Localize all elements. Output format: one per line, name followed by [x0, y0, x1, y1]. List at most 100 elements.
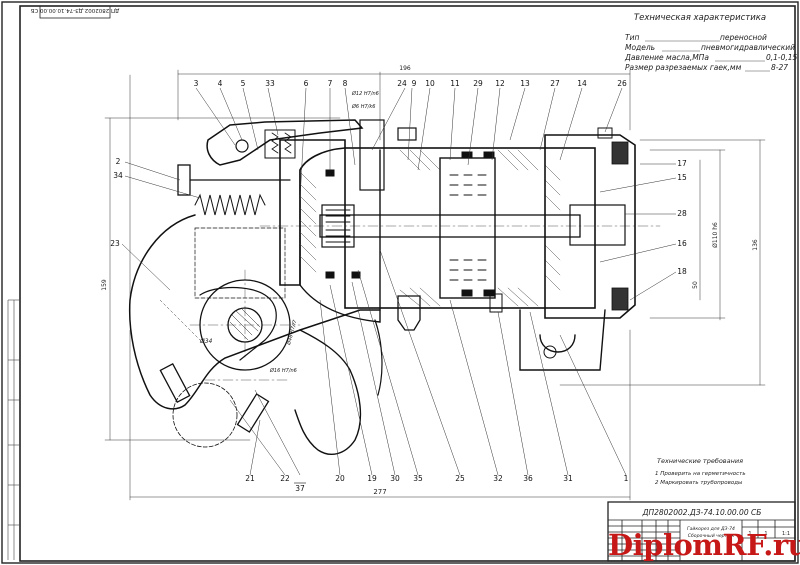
- end-cap-nut: [597, 127, 613, 139]
- callout-bottom-5: 19: [367, 474, 377, 483]
- end-cap-seal-bottom: [611, 287, 629, 311]
- callout-bottom-2: 22: [280, 474, 290, 483]
- spring-left-box: [321, 204, 355, 248]
- callout-top-5: 6: [304, 79, 309, 88]
- seal-5: [483, 151, 495, 159]
- rotated-stamp-code: ДП.2802002.ДЗ-74.10.00.00 СБ: [30, 7, 119, 13]
- dim-top-length: 196: [399, 65, 411, 72]
- nut-outline: [172, 382, 238, 448]
- callout-top-6: 7: [328, 79, 333, 88]
- technical-requirements: Технические требования 1 Проверить на ге…: [655, 457, 746, 486]
- piston-spring: [449, 174, 487, 281]
- centerlines: [189, 225, 661, 381]
- callout-top-15: 27: [550, 79, 560, 88]
- dim-overall-length: 277: [373, 488, 386, 496]
- callout-right-1: 17: [677, 159, 687, 168]
- title-block-name-1: Гайкорез для ДЗ-74: [687, 526, 735, 532]
- callout-right-2: 15: [677, 173, 687, 182]
- callout-top-8: 24: [397, 79, 407, 88]
- lower-lever: [294, 329, 362, 456]
- tech-req-title: Технические требования: [657, 457, 743, 465]
- callout-bottom-12: 1: [624, 474, 629, 483]
- callout-top-9: 9: [412, 79, 417, 88]
- seal-6: [483, 289, 495, 297]
- piston-rod: [319, 214, 581, 238]
- callout-bottom-11: 31: [563, 474, 573, 483]
- tech-char-row-3-label: Давление масла,МПа: [624, 53, 709, 62]
- pivot-pin: [227, 307, 263, 343]
- callout-numbers: 3 4 5 33 6 7 8 24 9 10 11 29 12 13 27 14…: [110, 79, 687, 493]
- title-block-sheet: 1: [748, 531, 751, 537]
- watermark-tld: .ru: [763, 528, 800, 562]
- title-block: [607, 501, 796, 562]
- dim-fit-left: Ø16 H7/n6: [269, 367, 297, 374]
- callout-top-12: 29: [473, 79, 483, 88]
- section-hatching: [299, 149, 561, 307]
- callout-top-17: 26: [617, 79, 627, 88]
- tech-char-row-2-value: пневмогидравлический: [701, 43, 795, 52]
- callout-bottom-3: 37: [295, 484, 305, 493]
- tech-characteristics: Техническая характеристика Тип переносно…: [624, 13, 798, 72]
- dim-fit-pin: Ø46 H7/f7: [285, 318, 299, 346]
- tech-char-row-4-label: Размер разрезаемых гаек,мм: [625, 63, 742, 72]
- callout-top-3: 5: [241, 79, 246, 88]
- tech-char-title: Техническая характеристика: [634, 13, 766, 23]
- dimension-lines: [104, 69, 766, 501]
- bottom-bracket: [519, 309, 606, 371]
- callout-left-1: 2: [116, 157, 121, 166]
- pivot-disc: [199, 279, 291, 371]
- cutter-jaw-inner: [199, 286, 277, 361]
- end-cap-bolt: [569, 204, 626, 246]
- tech-char-row-1-label: Тип: [625, 33, 639, 42]
- left-margin-strip: [7, 299, 20, 560]
- seal-4: [461, 289, 473, 297]
- callout-top-16: 14: [577, 79, 587, 88]
- callout-top-14: 13: [520, 79, 530, 88]
- callout-bottom-9: 32: [493, 474, 503, 483]
- bracket-hole: [543, 345, 557, 359]
- lever-pivot-pin: [235, 139, 249, 153]
- callout-top-2: 4: [218, 79, 223, 88]
- watermark-logo: DiplomRF.ru: [608, 528, 800, 562]
- seal-2: [325, 271, 335, 279]
- end-cap: [544, 134, 636, 319]
- tech-char-row-2-label: Модель: [625, 43, 655, 52]
- dim-height-left: 159: [101, 279, 108, 291]
- tech-char-row-4-value: 8-27: [771, 63, 788, 72]
- lever-spring: [271, 132, 292, 154]
- right-blade: [236, 393, 270, 433]
- tech-char-row-3-value: 0,1-0,15: [766, 53, 798, 62]
- callout-bottom-10: 36: [523, 474, 533, 483]
- top-bolt: [359, 119, 385, 191]
- callout-left-2: 34: [113, 171, 123, 180]
- callout-right-5: 18: [677, 267, 687, 276]
- seal-7: [351, 271, 361, 279]
- lever-arm: [206, 119, 364, 166]
- dashed-guide: [194, 227, 286, 299]
- rotated-stamp: ДП.2802002.ДЗ-74.10.00.00 СБ: [30, 5, 119, 19]
- dim-fit-2: Ø6 H7/k6: [351, 103, 375, 110]
- front-plate: [299, 149, 381, 323]
- lever-spring-box: [264, 129, 296, 159]
- dim-height-right: 136: [752, 239, 759, 251]
- assembly-view: [104, 69, 766, 501]
- callout-bottom-7: 35: [413, 474, 423, 483]
- title-block-name-2: Сборочный чертеж: [688, 533, 735, 539]
- left-blade: [159, 362, 191, 404]
- dim-dia-34: Ø34: [199, 338, 213, 345]
- sheet-inner-border: [19, 5, 796, 562]
- dim-dia-right: Ø110 h6: [712, 222, 719, 248]
- leader-lines: [121, 87, 677, 476]
- tech-req-item-2: 2 Маркировать трубопроводы: [655, 480, 743, 486]
- title-block-code: ДП2802002.ДЗ-74.10.00.00 СБ: [642, 508, 762, 517]
- callout-bottom-8: 25: [455, 474, 465, 483]
- spring-left: [325, 209, 351, 243]
- piston-head: [439, 157, 496, 299]
- callout-top-10: 10: [425, 79, 435, 88]
- top-nut: [397, 127, 417, 141]
- seal-3: [461, 151, 473, 159]
- dim-50: 50: [692, 281, 699, 289]
- oil-fitting: [397, 295, 421, 331]
